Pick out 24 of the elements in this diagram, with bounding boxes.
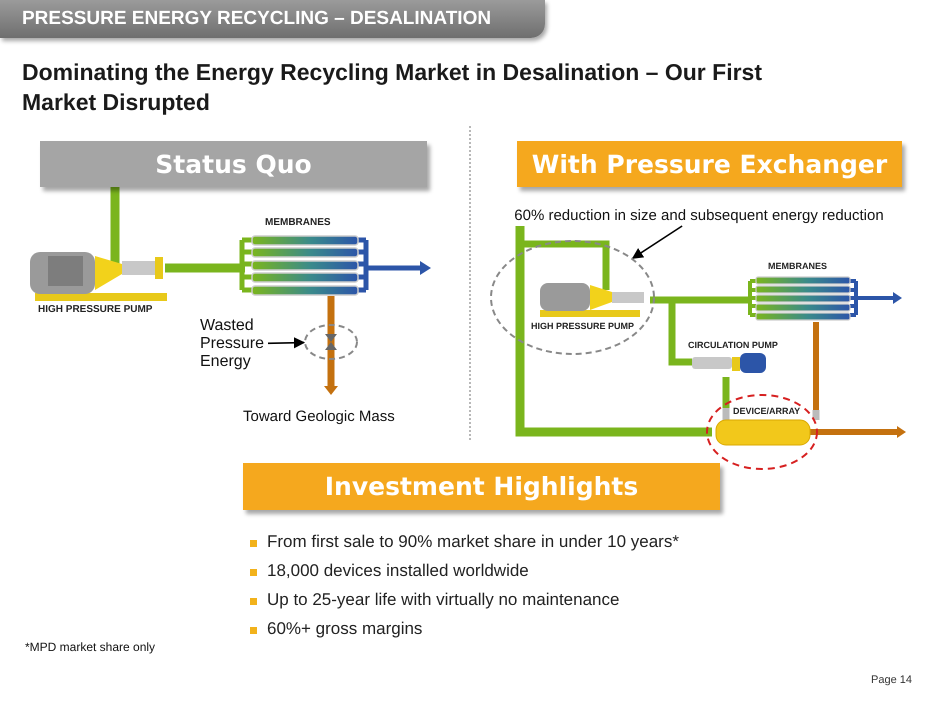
section-banner: Investment Highlights	[243, 463, 720, 510]
bullet-text: 18,000 devices installed worldwide	[267, 561, 529, 581]
footnote-text: *MPD market share only	[25, 640, 156, 654]
bullet-text: From first sale to 90% market share in under 10 years*	[267, 532, 679, 552]
component-label: HIGH PRESSURE PUMP	[38, 304, 152, 315]
component-label: MEMBRANES	[265, 217, 331, 228]
annotation-text: Toward Geologic Mass	[243, 408, 395, 425]
arrow	[268, 337, 306, 348]
arrow	[632, 225, 683, 259]
section-banner: Status Quo	[40, 141, 427, 187]
slide-title: PRESSURE ENERGY RECYCLING – DESALINATION	[0, 0, 545, 38]
component-label: HIGH PRESSURE PUMP	[531, 321, 634, 331]
section-banner: With Pressure Exchanger	[517, 141, 902, 187]
bullet-text: 60%+ gross margins	[267, 619, 422, 639]
component-label: MEMBRANES	[768, 261, 828, 271]
component-label: DEVICE/ARRAY	[733, 406, 800, 416]
pump-highlight-ellipse	[490, 240, 655, 355]
bullet-text: Up to 25-year life with virtually no maintenance	[267, 590, 620, 610]
annotation-text: Wasted Pressure Energy	[200, 312, 268, 376]
component-label: CIRCULATION PUMP	[688, 340, 778, 350]
valve-highlight-circle	[304, 324, 358, 360]
page-number: Page 14	[871, 674, 912, 686]
slide-subtitle: Dominating the Energy Recycling Market in Desalination – Our First Market Disrupted	[22, 58, 762, 118]
annotation-text: 60% reduction in size and subsequent energy reduction	[492, 204, 906, 226]
